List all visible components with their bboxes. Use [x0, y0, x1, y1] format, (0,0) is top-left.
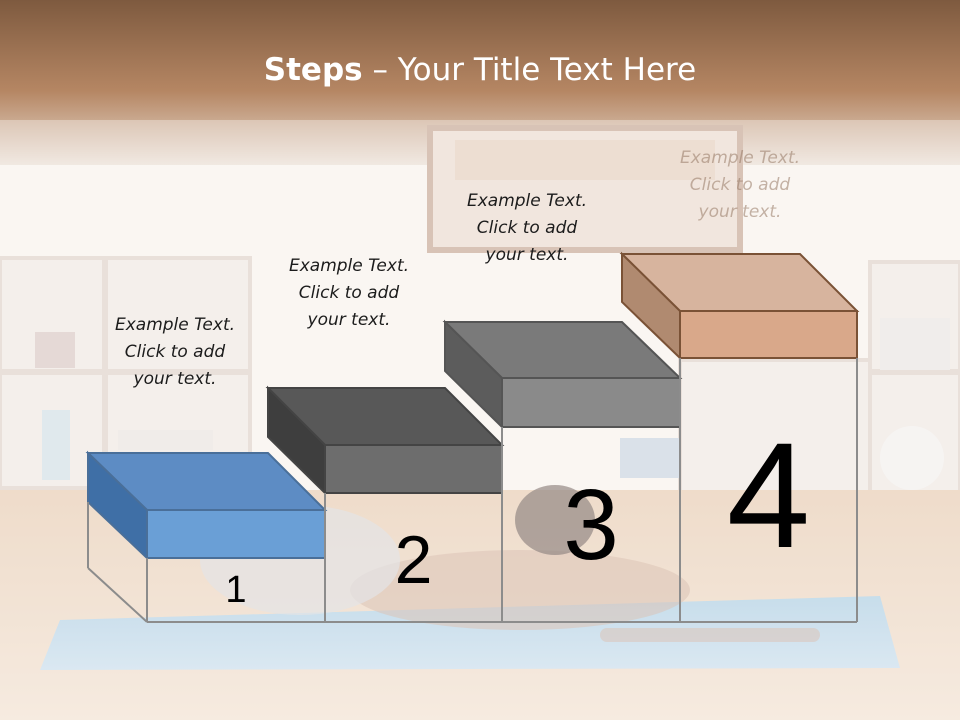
- step-2-caption[interactable]: Example Text. Click to add your text.: [264, 253, 434, 334]
- caption-line: Example Text.: [288, 256, 410, 276]
- caption-line: Example Text.: [679, 148, 801, 168]
- step-columns-outline: [87, 358, 858, 623]
- step-block-4[interactable]: [619, 251, 860, 361]
- caption-line: your text.: [307, 310, 391, 330]
- caption-line: Example Text.: [466, 191, 588, 211]
- step-3-number: 3: [563, 469, 619, 581]
- caption-line: your text.: [698, 202, 782, 222]
- step-1-caption[interactable]: Example Text. Click to add your text.: [90, 312, 260, 393]
- slide-title[interactable]: Steps – Your Title Text Here: [0, 52, 960, 88]
- step-block-3[interactable]: [442, 319, 683, 430]
- step-4-caption[interactable]: Example Text. Click to add your text.: [655, 145, 825, 226]
- step-block-2[interactable]: [265, 385, 505, 496]
- caption-line: Click to add: [689, 175, 791, 195]
- step-4-number: 4: [726, 411, 811, 579]
- title-bold: Steps: [263, 52, 363, 88]
- caption-line: Click to add: [124, 342, 226, 362]
- caption-line: your text.: [133, 369, 217, 389]
- step-3-caption[interactable]: Example Text. Click to add your text.: [442, 188, 612, 269]
- step-1-number: 1: [225, 569, 247, 611]
- caption-line: your text.: [485, 245, 569, 265]
- step-2-number: 2: [394, 522, 433, 598]
- caption-line: Click to add: [298, 283, 400, 303]
- title-rest: – Your Title Text Here: [362, 52, 697, 88]
- caption-line: Example Text.: [114, 315, 236, 335]
- caption-line: Click to add: [476, 218, 578, 238]
